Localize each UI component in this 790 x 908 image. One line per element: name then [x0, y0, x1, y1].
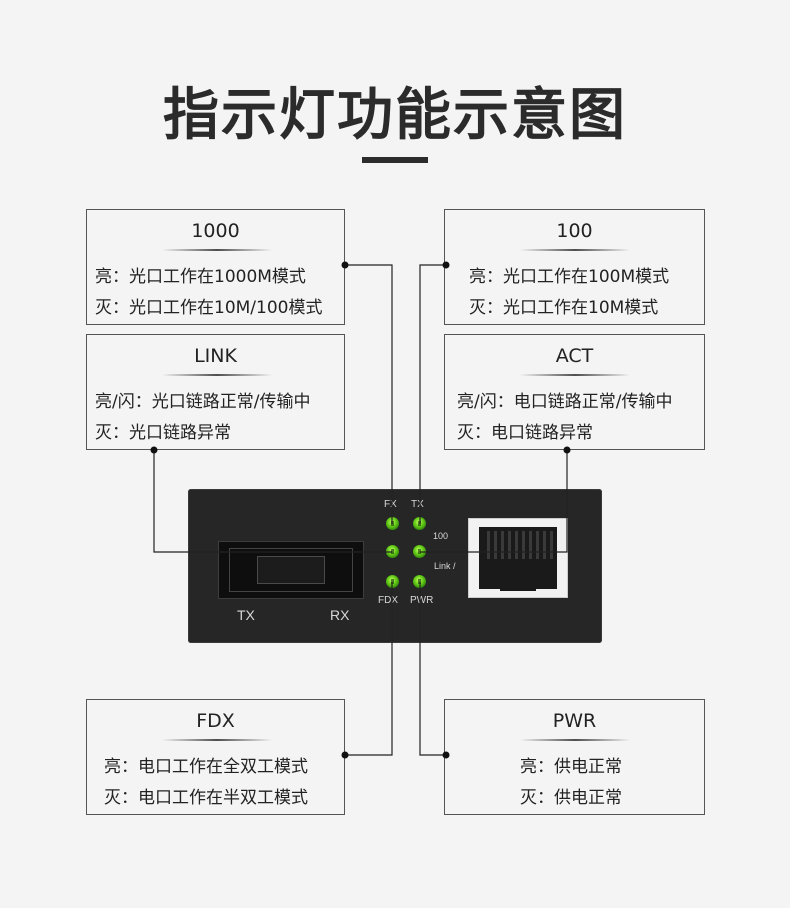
card-heading: 1000: [191, 220, 240, 242]
card-link: LINK 亮/闪：光口链路正常/传输中 灭：光口链路异常: [86, 334, 345, 450]
card-heading: ACT: [555, 345, 594, 367]
card-1000: 1000 亮：光口工作在1000M模式 灭：光口工作在10M/100模式: [86, 209, 345, 325]
port-rx-label: RX: [330, 607, 350, 623]
card-line-on: 亮：电口工作在全双工模式: [104, 757, 308, 777]
line-link: [153, 450, 392, 553]
label-link: Link /: [434, 561, 456, 571]
fiber-port: [218, 541, 364, 599]
card-heading: FDX: [196, 710, 235, 732]
card-line-off: 灭：供电正常: [520, 788, 622, 808]
dot-pwr: [442, 751, 450, 759]
led-pwr: [413, 575, 426, 588]
led-tx-label: TX: [411, 499, 424, 510]
card-line-on: 亮：光口工作在1000M模式: [95, 267, 306, 287]
card-divider: [520, 374, 630, 376]
dot-100: [442, 261, 450, 269]
card-100: 100 亮：光口工作在100M模式 灭：光口工作在10M模式: [444, 209, 705, 325]
led-fdx: [386, 575, 399, 588]
line-100: [419, 264, 446, 524]
card-line-on: 亮：供电正常: [520, 757, 622, 777]
card-line-on: 亮/闪：光口链路正常/传输中: [95, 392, 311, 412]
card-heading: 100: [556, 220, 593, 242]
card-divider: [520, 739, 630, 741]
dot-act: [563, 446, 571, 454]
card-divider: [162, 739, 272, 741]
dot-fdx: [341, 751, 349, 759]
led-fdx-label: FDX: [378, 595, 398, 606]
led-act: [413, 545, 426, 558]
line-pwr: [419, 582, 446, 756]
card-divider: [520, 249, 630, 251]
card-fdx: FDX 亮：电口工作在全双工模式 灭：电口工作在半双工模式: [86, 699, 345, 815]
title-underline: [362, 157, 428, 163]
card-act: ACT 亮/闪：电口链路正常/传输中 灭：电口链路异常: [444, 334, 705, 450]
led-fx-label: FX: [384, 499, 397, 510]
led-link: [386, 545, 399, 558]
card-heading: PWR: [552, 710, 597, 732]
rj45-port: [468, 518, 568, 598]
card-line-off: 灭：电口工作在半双工模式: [104, 788, 308, 808]
line-act: [420, 450, 568, 553]
card-heading: LINK: [194, 345, 237, 367]
line-1000: [345, 264, 393, 524]
card-line-on: 亮/闪：电口链路正常/传输中: [457, 392, 673, 412]
media-converter-device: TX RX FX TX FDX PWR 100 Link /: [188, 489, 602, 643]
page-title: 指示灯功能示意图: [163, 83, 627, 148]
card-line-off: 灭：光口工作在10M模式: [469, 298, 659, 318]
dot-link: [150, 446, 158, 454]
card-line-on: 亮：光口工作在100M模式: [469, 267, 670, 287]
card-divider: [162, 249, 272, 251]
label-100: 100: [433, 531, 449, 541]
card-line-off: 灭：光口链路异常: [95, 423, 231, 443]
card-pwr: PWR 亮：供电正常 灭：供电正常: [444, 699, 705, 815]
dot-1000: [341, 261, 349, 269]
led-pwr-label: PWR: [410, 595, 434, 606]
line-fdx: [345, 582, 393, 756]
port-tx-label: TX: [237, 607, 255, 623]
card-line-off: 灭：光口工作在10M/100模式: [95, 298, 323, 318]
card-divider: [162, 374, 272, 376]
card-line-off: 灭：电口链路异常: [457, 423, 593, 443]
